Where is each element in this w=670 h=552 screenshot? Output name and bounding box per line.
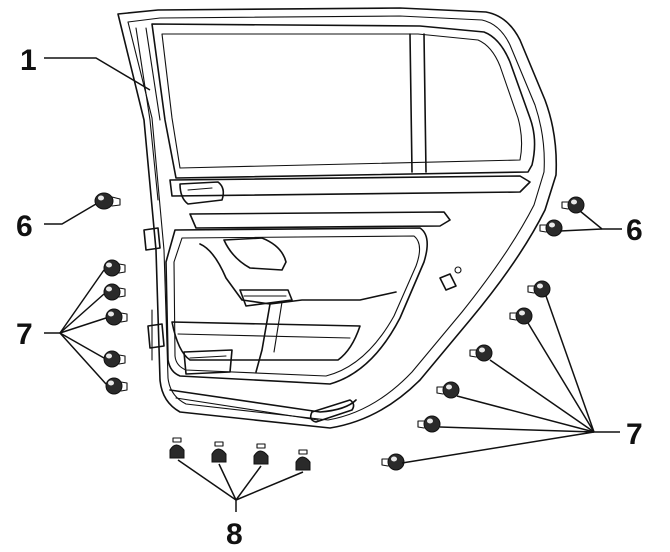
clip-7-right-6: [381, 453, 405, 471]
door-trim-panel: [143, 181, 462, 423]
clip-7-left-4: [103, 350, 126, 368]
clip-7-left-5: [105, 377, 128, 395]
rear-door-shell: [117, 7, 558, 429]
clip-7-right-4: [436, 381, 460, 399]
clip-8-1: [169, 437, 185, 459]
clip-7-right-1: [527, 280, 551, 298]
clip-7-left-1: [103, 259, 126, 277]
clip-8-3: [253, 443, 269, 465]
callout-6-left: 6: [16, 210, 33, 243]
clips-7-right: [381, 280, 551, 471]
clip-7-right-5: [417, 415, 441, 433]
clips-7-left: [103, 259, 128, 395]
clip-7-right-3: [469, 344, 493, 362]
callout-8: 8: [226, 518, 243, 551]
clips-8: [169, 437, 311, 471]
clip-8-4: [295, 449, 311, 471]
clip-6-right-a: [561, 196, 585, 214]
callout-7-right: 7: [626, 418, 643, 451]
clip-7-right-2: [509, 307, 533, 325]
clip-7-left-3: [105, 308, 128, 326]
leader-lines: [44, 57, 622, 512]
clip-6-right-b: [539, 219, 563, 237]
callout-7-left: 7: [16, 318, 33, 351]
callout-1: 1: [20, 44, 37, 77]
clip-6-left: [94, 192, 121, 210]
clip-7-left-2: [103, 283, 126, 301]
clip-8-2: [211, 441, 227, 463]
callout-6-right: 6: [626, 214, 643, 247]
